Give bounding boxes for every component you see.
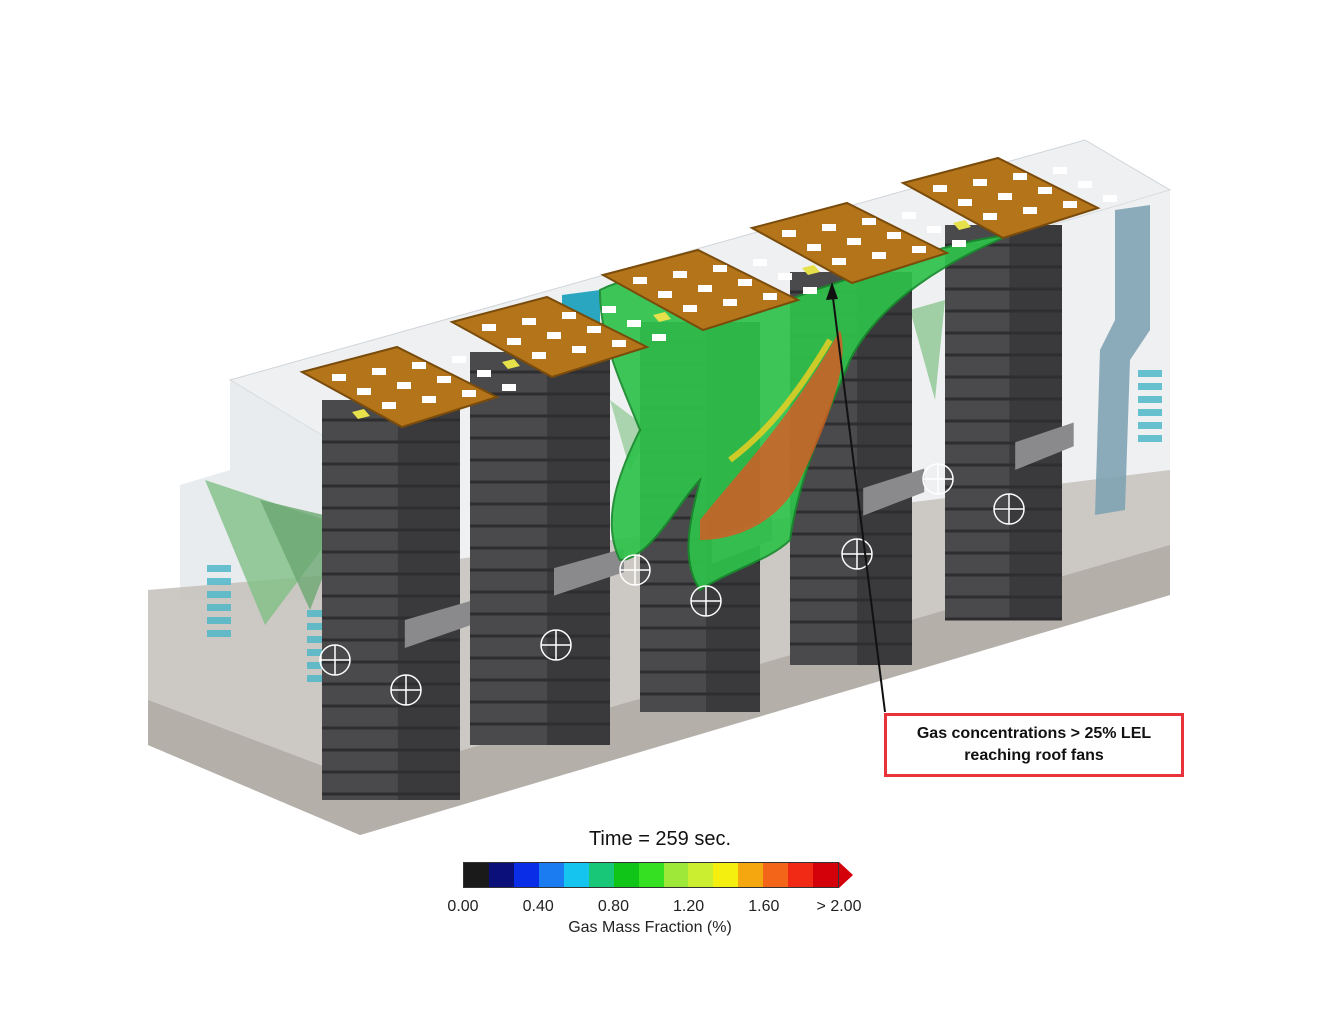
colorbar-segment (688, 863, 714, 887)
colorbar-segment (563, 863, 589, 887)
louver-slat (207, 630, 231, 637)
colorbar (463, 862, 839, 888)
colorbar-segment (538, 863, 564, 887)
roof-fan-grid (299, 345, 516, 429)
colorbar-segment (788, 863, 814, 887)
annotation-arrow (831, 289, 886, 713)
roof-fan-grid (600, 248, 817, 332)
crosshair-marker (390, 674, 422, 706)
colorbar-segment (588, 863, 614, 887)
roof-fan-grids (299, 156, 1117, 429)
colorbar-segment (638, 863, 664, 887)
louver-slat (1138, 370, 1162, 377)
annotation-callout: Gas concentrations > 25% LEL reaching ro… (884, 713, 1184, 777)
colorbar-tick-label: > 2.00 (816, 898, 862, 915)
column (322, 400, 474, 800)
colorbar-segment (663, 863, 689, 887)
louver-slat (207, 578, 231, 585)
column (945, 225, 1074, 621)
side-louvers (207, 370, 1162, 682)
colorbar-segment (513, 863, 539, 887)
annotation-line-2: reaching roof fans (964, 747, 1104, 764)
column (470, 352, 624, 745)
colorbar-segment (738, 863, 764, 887)
colorbar-segment (464, 863, 489, 887)
annotation-arrowhead (826, 282, 838, 300)
louver-slat (207, 591, 231, 598)
roof-fan-grid (749, 201, 966, 285)
time-label: Time = 259 sec. (588, 828, 732, 850)
crosshair-markers (319, 463, 1025, 706)
crosshair-marker (319, 644, 351, 676)
colorbar-segment (713, 863, 739, 887)
colorbar-tick-label: 1.20 (673, 898, 705, 915)
colorbar-tick-label: 0.40 (522, 898, 554, 915)
colorbar-overflow-arrow (839, 862, 853, 888)
louver-slat (307, 623, 331, 630)
crosshair-marker (690, 585, 722, 617)
louver-slat (1138, 435, 1162, 442)
colorbar-tick-label: 0.00 (447, 898, 479, 915)
colorbar-segment (488, 863, 514, 887)
crosshair-marker (993, 493, 1025, 525)
louver-slat (207, 617, 231, 624)
crosshair-marker (619, 554, 651, 586)
louver-slat (307, 662, 331, 669)
colorbar-title: Gas Mass Fraction (%) (568, 919, 732, 936)
louver-slat (1138, 396, 1162, 403)
crosshair-marker (841, 538, 873, 570)
louver-slat (307, 610, 331, 617)
colorbar-segment (763, 863, 789, 887)
annotation-line-1: Gas concentrations > 25% LEL (916, 725, 1152, 742)
louver-slat (307, 636, 331, 643)
colorbar-segment (613, 863, 639, 887)
louver-slat (207, 565, 231, 572)
roof-fan-grid (449, 295, 666, 379)
crosshair-marker (540, 629, 572, 661)
colorbar-segment (813, 863, 839, 887)
colorbar-tick-label: 0.80 (597, 898, 629, 915)
crosshair-marker (922, 463, 954, 495)
roof-fan-grid (900, 156, 1117, 240)
louver-slat (1138, 409, 1162, 416)
louver-slat (1138, 422, 1162, 429)
louver-slat (1138, 383, 1162, 390)
louver-slat (307, 649, 331, 656)
colorbar-tick-label: 1.60 (748, 898, 780, 915)
louver-slat (307, 675, 331, 682)
louver-slat (207, 604, 231, 611)
